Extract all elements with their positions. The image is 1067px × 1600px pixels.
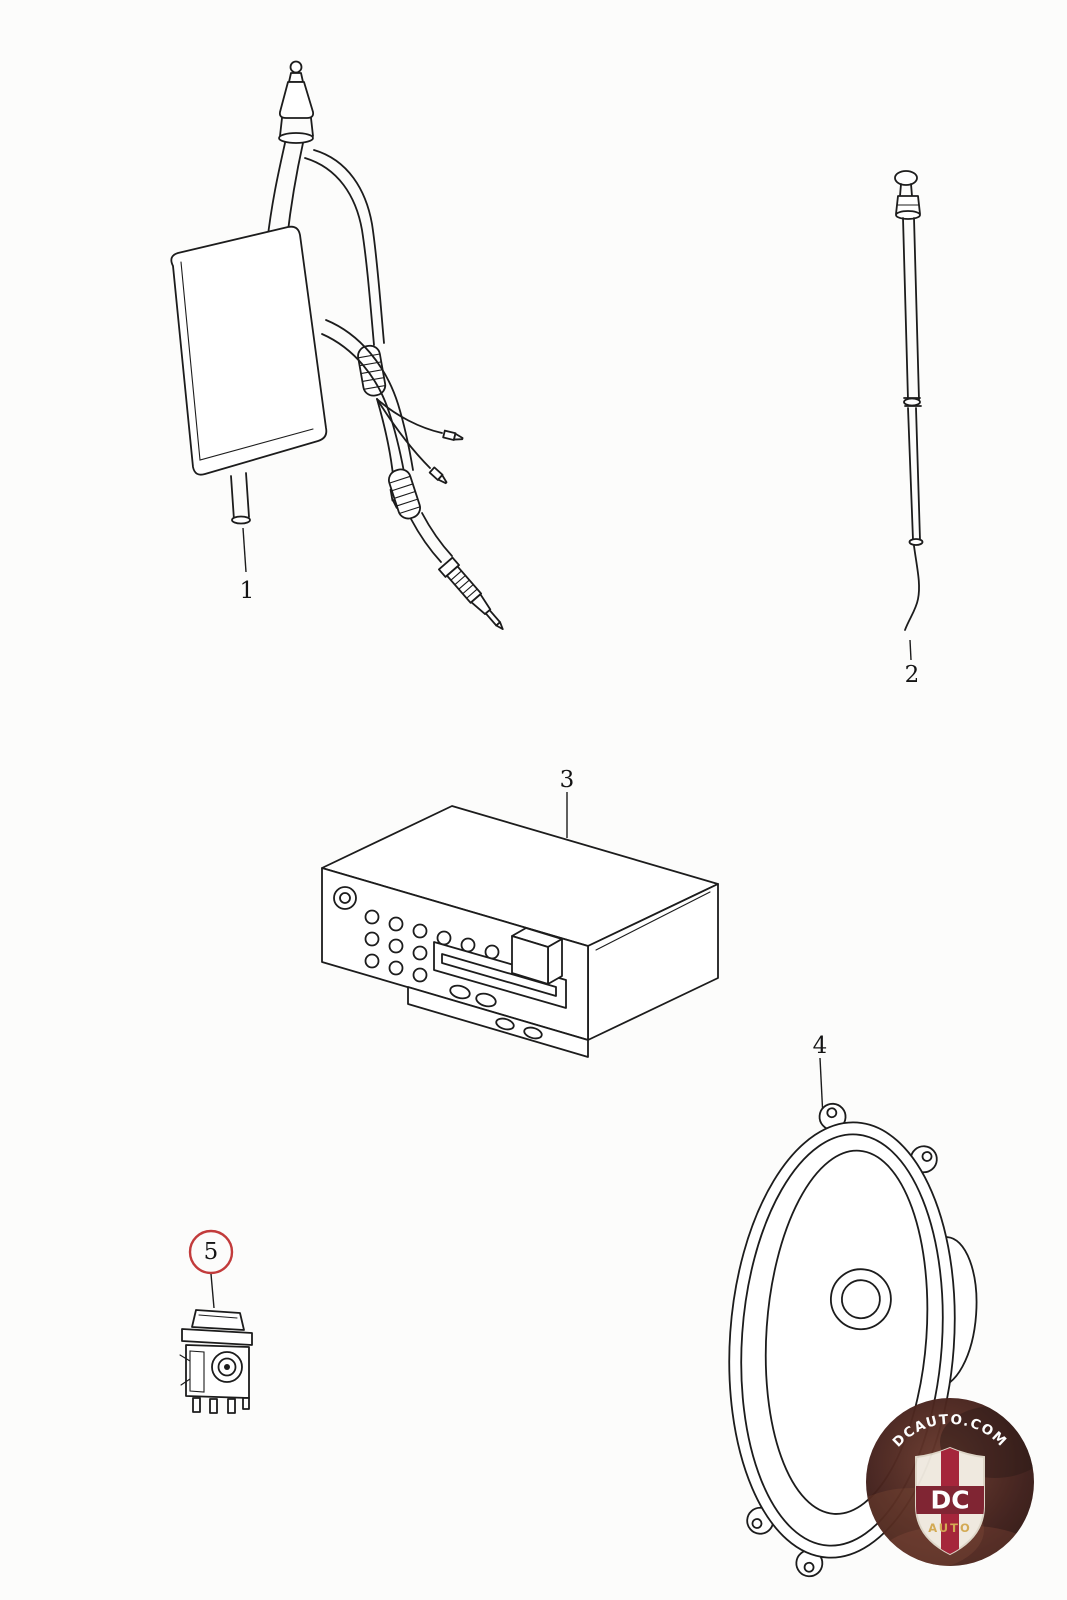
switch-terminal bbox=[227, 1398, 236, 1414]
speaker-dust-cap bbox=[829, 1268, 892, 1331]
cable-grommet bbox=[388, 468, 421, 520]
radio-buttons bbox=[364, 909, 500, 983]
switch-terminal bbox=[192, 1397, 201, 1413]
switch-rocker bbox=[191, 1309, 245, 1331]
part-1-drawing bbox=[170, 60, 504, 631]
part-label-2[interactable]: 2 bbox=[905, 662, 920, 688]
aerial-cone bbox=[278, 81, 315, 119]
switch-body bbox=[185, 1344, 250, 1399]
radio-lever-block bbox=[511, 927, 563, 985]
switch-terminal bbox=[209, 1398, 218, 1414]
aerial-motor-body bbox=[170, 225, 328, 476]
part-label-1[interactable]: 1 bbox=[240, 578, 255, 604]
watermark-brand: AUTO bbox=[928, 1521, 972, 1535]
leader-line-5 bbox=[210, 1273, 215, 1309]
aerial-plug bbox=[437, 556, 504, 631]
highlight-circle-part-5 bbox=[188, 1229, 234, 1275]
wire-connector bbox=[428, 466, 450, 487]
part-5-drawing bbox=[179, 1309, 253, 1414]
part-label-4[interactable]: 4 bbox=[813, 1033, 828, 1059]
radio-knob bbox=[333, 886, 357, 910]
part-3-drawing bbox=[321, 792, 719, 1058]
part-label-3[interactable]: 3 bbox=[560, 767, 575, 793]
part-label-5[interactable]: 5 bbox=[204, 1239, 219, 1265]
part-2-drawing bbox=[894, 170, 924, 661]
mast-knob bbox=[894, 170, 918, 186]
switch-dial bbox=[211, 1351, 243, 1383]
leader-line-2 bbox=[909, 639, 912, 661]
mast-whip bbox=[904, 545, 920, 631]
wire-connector bbox=[442, 429, 465, 443]
speaker-cone bbox=[764, 1149, 929, 1515]
watermark-shield: DC AUTO bbox=[915, 1446, 985, 1556]
leader-line-1 bbox=[242, 527, 247, 573]
watermark-monogram: DC bbox=[930, 1486, 969, 1515]
aerial-tip bbox=[289, 60, 303, 74]
switch-terminal bbox=[242, 1397, 250, 1410]
